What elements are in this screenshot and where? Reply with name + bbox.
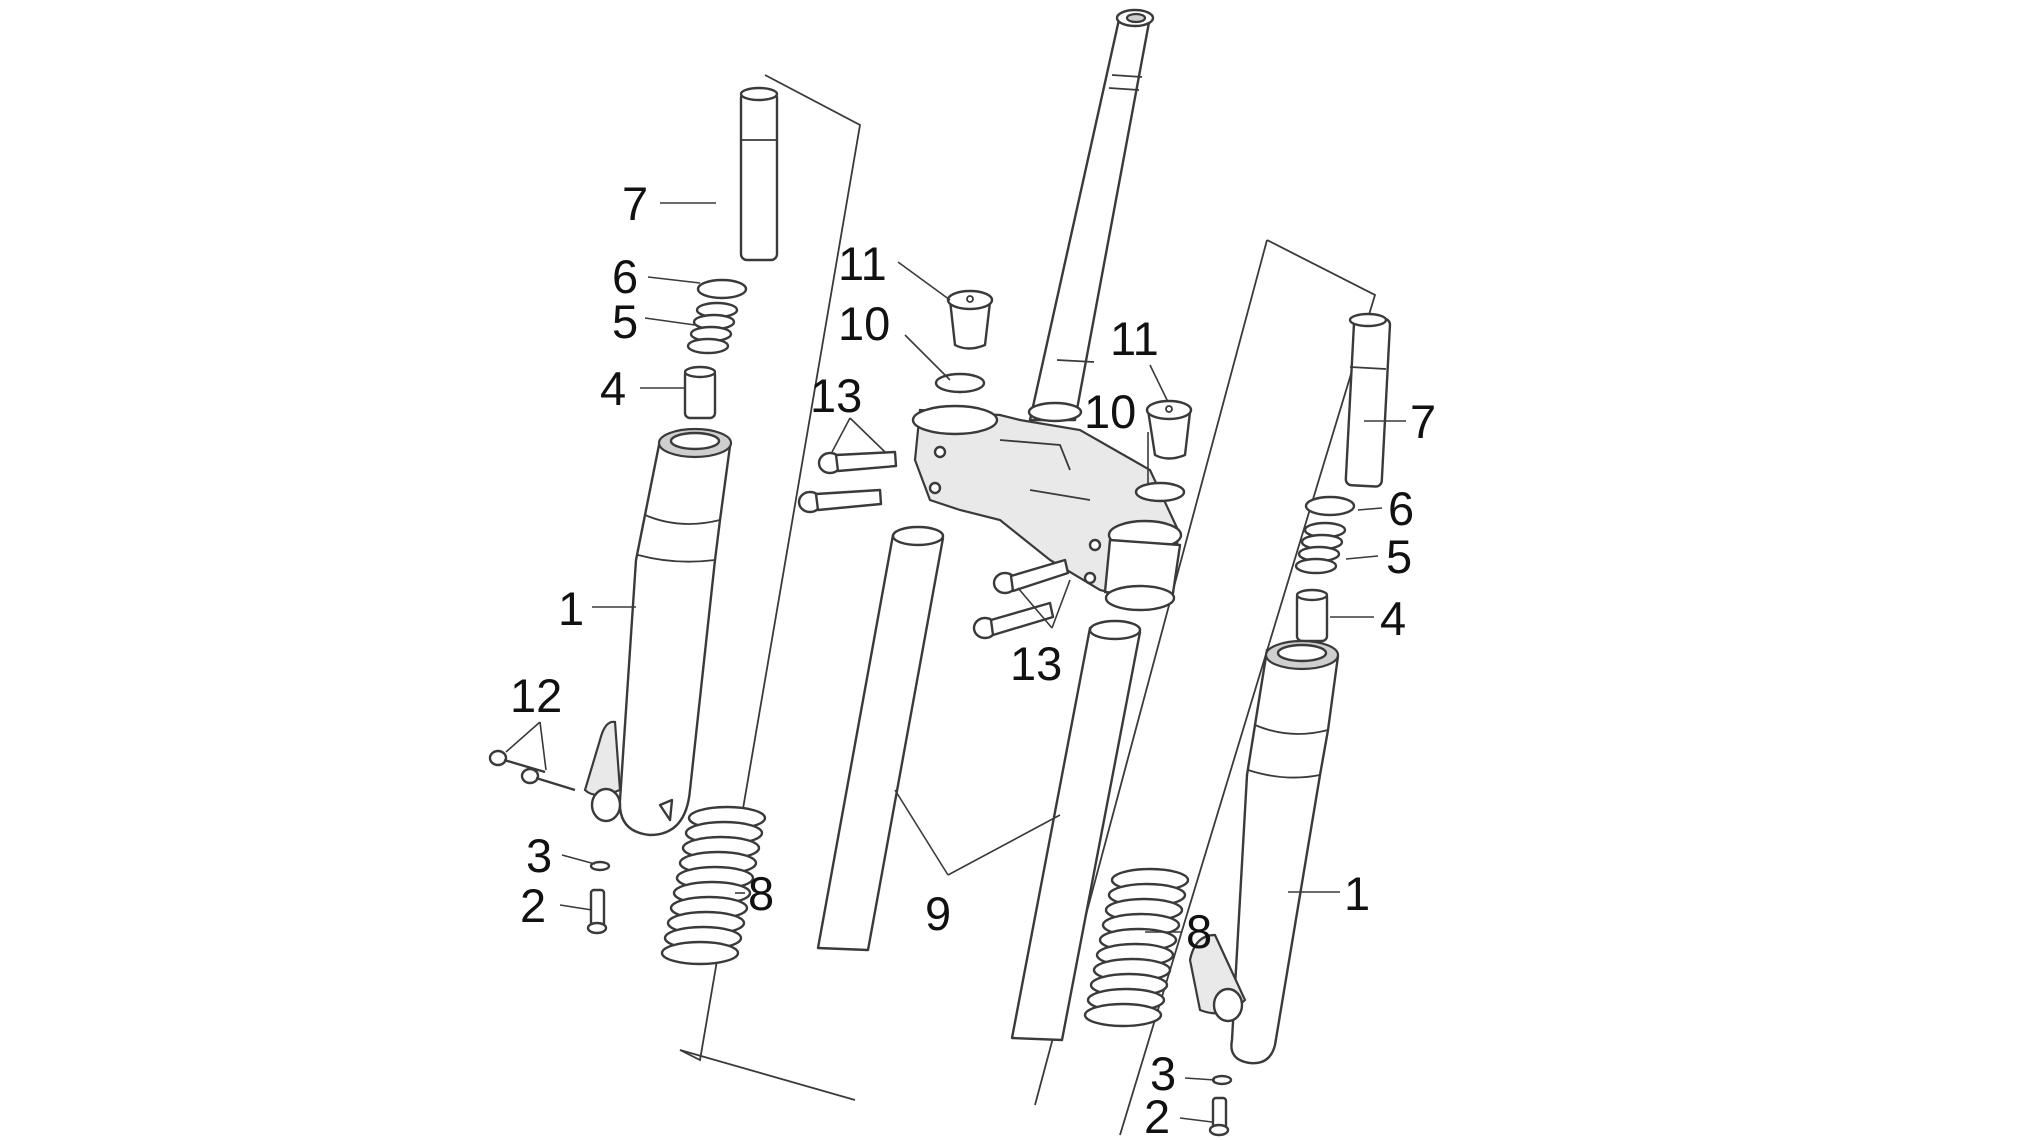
left-bushing-4 — [683, 365, 717, 420]
center-cap-11 — [946, 289, 994, 350]
right-screw-2 — [1208, 1096, 1230, 1137]
label-right-6: 6 — [1388, 482, 1414, 535]
clamp-bolts-13-top — [797, 450, 898, 514]
right-fork-spring-8 — [1083, 867, 1190, 1028]
left-fork-slider-1 — [583, 427, 733, 837]
left-screw-2 — [586, 888, 608, 935]
left-spring-5 — [686, 301, 739, 355]
label-right-1: 1 — [1344, 867, 1370, 920]
label-left-6: 6 — [612, 250, 638, 303]
center-seal-10 — [934, 372, 986, 394]
right-bushing-4 — [1295, 588, 1329, 643]
right-damper-rod-7 — [1344, 312, 1392, 488]
label-center-11: 11 — [838, 237, 887, 290]
left-group-boundary — [679, 74, 861, 1101]
label-left-7: 7 — [622, 177, 648, 230]
label-left-8: 8 — [748, 867, 774, 920]
label-right-7: 7 — [1410, 395, 1436, 448]
label-center-10: 10 — [838, 297, 890, 350]
left-washer-3 — [589, 860, 611, 872]
right-o-ring-6 — [1304, 495, 1356, 517]
right-spring-5 — [1294, 521, 1347, 575]
right-fork-slider-1 — [1188, 639, 1340, 1065]
label-left-5: 5 — [612, 295, 638, 348]
left-fork-tube-9 — [816, 525, 945, 952]
label-center-9: 9 — [925, 887, 951, 940]
label-left-4: 4 — [600, 362, 626, 415]
triple-clamp — [911, 404, 1183, 612]
left-damper-rod-7 — [739, 86, 779, 262]
part-labels: 7 6 5 4 1 12 3 2 8 11 10 13 13 9 11 10 7… — [510, 177, 1436, 1140]
right-washer-3 — [1211, 1074, 1233, 1086]
right-cap-11 — [1145, 399, 1193, 460]
label-right-4: 4 — [1380, 592, 1406, 645]
label-right-10: 10 — [1084, 385, 1136, 438]
label-center-13-bottom: 13 — [1010, 637, 1062, 690]
steering-stem — [1027, 8, 1155, 423]
label-right-2: 2 — [1144, 1090, 1170, 1140]
label-center-13-top: 13 — [810, 369, 862, 422]
leader-lines — [505, 202, 1406, 1123]
right-fork-tube-9 — [1010, 619, 1142, 1042]
left-fork-spring-8 — [660, 805, 767, 966]
clamp-bolts-13-bottom — [972, 558, 1070, 640]
label-right-5: 5 — [1386, 530, 1412, 583]
left-bolts-12 — [488, 749, 576, 792]
label-right-11: 11 — [1110, 312, 1159, 365]
label-left-2: 2 — [520, 879, 546, 932]
label-right-8: 8 — [1186, 905, 1212, 958]
label-left-3: 3 — [526, 829, 552, 882]
label-right-3: 3 — [1150, 1047, 1176, 1100]
label-left-1: 1 — [558, 582, 584, 635]
right-seal-10 — [1134, 481, 1186, 503]
left-o-ring-6 — [696, 278, 748, 300]
label-left-12: 12 — [510, 669, 562, 722]
